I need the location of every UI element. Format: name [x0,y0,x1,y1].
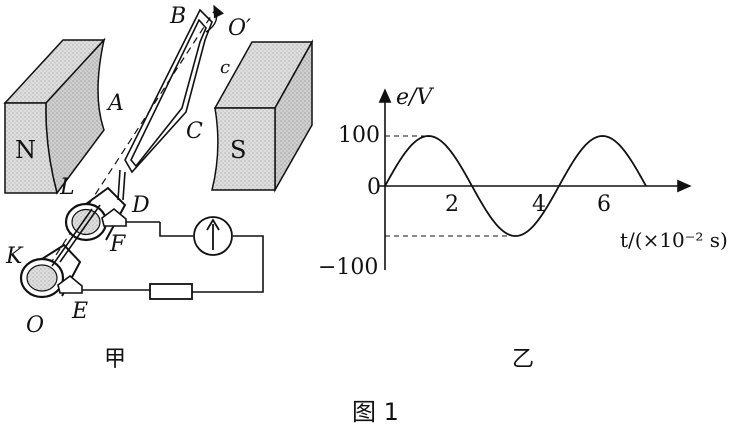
x-tick-6: 6 [597,192,611,217]
point-a-label: A [106,91,124,116]
y-tick-100: 100 [338,123,380,148]
point-e-label: E [71,299,88,324]
point-d-label: D [131,193,150,218]
coil [117,8,213,201]
point-b-label: B [169,4,186,29]
point-f-label: F [109,232,126,257]
slip-ring-k [19,243,82,299]
north-label: N [15,136,36,164]
axis-top-label: O′ [228,16,251,41]
point-l-label: L [59,175,75,200]
south-magnet: S [211,39,314,193]
brush-f [101,207,160,227]
x-tick-4: 4 [532,192,546,217]
y-tick-0: 0 [367,175,381,200]
right-caption: 乙 [512,347,534,372]
rotation-label: c [220,57,230,78]
rotation-axis [29,9,216,296]
point-c-label: C [186,119,203,144]
x-axis-label: t/(×10⁻² s) [620,228,728,252]
south-label: S [230,136,246,164]
y-axis-label: e/V [396,85,434,110]
ammeter [193,216,233,256]
north-magnet: N [3,37,106,195]
emf-graph: 100 0 −100 2 4 6 e/V t/(×10⁻² s) 乙 [318,85,728,372]
point-k-label: K [5,244,24,269]
x-tick-2: 2 [445,192,459,217]
emf-curve [384,135,647,237]
axis-bottom-label: O [26,313,44,338]
figure-caption: 图 1 [352,398,399,426]
y-tick-neg100: −100 [318,255,378,280]
resistor [149,283,193,300]
generator-diagram: N S [3,4,314,372]
rotation-arrow [205,4,225,33]
left-caption: 甲 [104,347,126,372]
brush-e [57,274,150,294]
